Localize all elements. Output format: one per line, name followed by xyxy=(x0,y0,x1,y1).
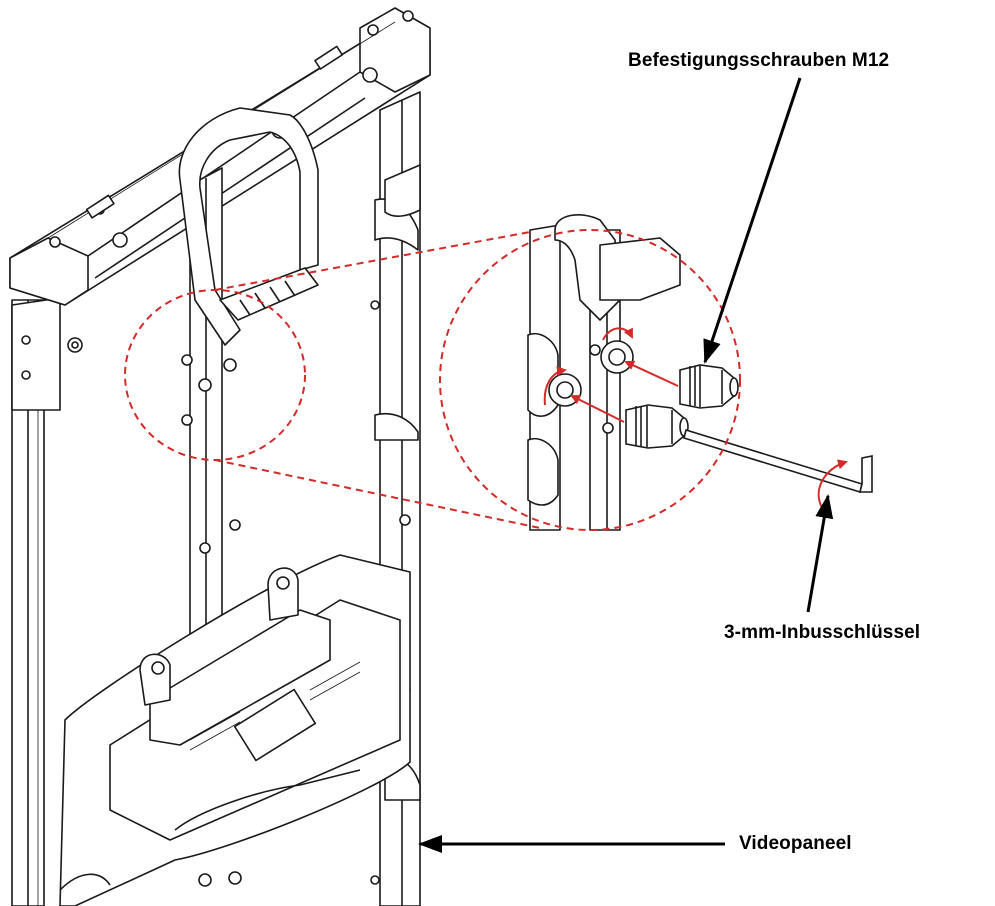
frame xyxy=(9,7,431,906)
detail-callout xyxy=(124,229,741,531)
callout-connector-bottom xyxy=(214,459,541,529)
pointer-to-screws xyxy=(703,77,802,364)
callout-detail-circle xyxy=(439,229,741,531)
pointer-to-hex-key xyxy=(806,494,834,613)
label-mounting-screws: Befestigungsschrauben M12 xyxy=(628,50,890,71)
insertion-arrow-lower xyxy=(570,395,625,423)
insertion-arrow-upper xyxy=(624,360,679,387)
insertion-arrows xyxy=(570,360,679,423)
rotation-arrow-lower xyxy=(543,366,567,406)
frame-left-leg xyxy=(11,297,83,906)
hex-key-tool xyxy=(683,428,873,494)
callout-connector-top xyxy=(214,231,531,291)
screw-lower xyxy=(625,404,689,449)
frame-latch xyxy=(384,164,421,217)
pointer-arrows xyxy=(418,77,834,853)
screw-upper xyxy=(679,364,739,409)
frame-top-beam xyxy=(9,7,431,306)
label-hex-key: 3-mm-Inbusschlüssel xyxy=(724,622,921,643)
video-panel-body xyxy=(59,554,411,906)
detail-view xyxy=(527,214,681,531)
label-video-panel: Videopaneel xyxy=(739,833,852,854)
rotation-arrow-upper xyxy=(602,327,633,341)
